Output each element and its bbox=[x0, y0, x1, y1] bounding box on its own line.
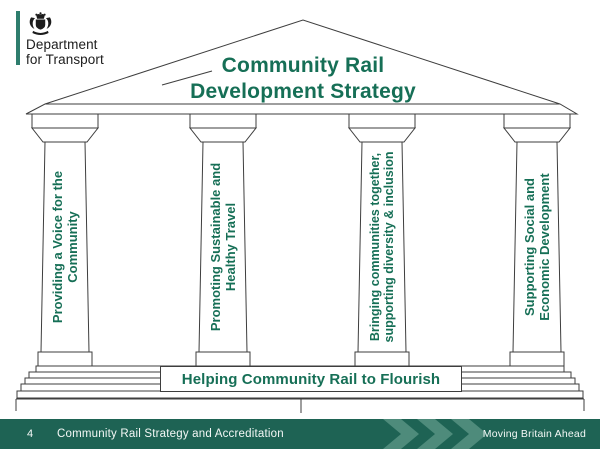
architrave-beam bbox=[25, 103, 579, 115]
pillar-label-voice: Providing a Voice for the Community bbox=[49, 170, 80, 324]
pillar-label-communities: Bringing communities together, supportin… bbox=[367, 151, 397, 343]
column-base bbox=[509, 351, 565, 367]
pillar-label-sustainable-travel: Promoting Sustainable and Healthy Travel bbox=[207, 162, 238, 332]
plinth-step bbox=[16, 390, 584, 399]
chevron-right-icon bbox=[383, 419, 419, 449]
pediment-roof bbox=[44, 19, 561, 105]
column-capital bbox=[348, 113, 416, 129]
chevron-right-icon bbox=[417, 419, 453, 449]
dft-logo: Department for Transport bbox=[16, 11, 104, 67]
temple-title: Community Rail Development Strategy bbox=[55, 53, 551, 105]
column-capital bbox=[503, 113, 571, 129]
footer-bar: 4 Community Rail Strategy and Accreditat… bbox=[0, 419, 600, 449]
royal-crest-icon bbox=[29, 12, 52, 35]
pillar-label-economic: Supporting Social and Economic Developme… bbox=[521, 173, 552, 321]
column-capital-flare bbox=[30, 127, 100, 143]
base-banner: Helping Community Rail to Flourish bbox=[160, 366, 462, 392]
column-base bbox=[37, 351, 93, 367]
title-line1: Community Rail bbox=[221, 54, 385, 77]
pediment-stray-line bbox=[161, 70, 213, 86]
logo-line2: for Transport bbox=[26, 51, 104, 67]
logo-text: Department for Transport bbox=[26, 37, 104, 67]
chevron-right-icon bbox=[451, 419, 487, 449]
column-capital bbox=[31, 113, 99, 129]
column-base bbox=[354, 351, 410, 367]
column-base bbox=[195, 351, 251, 367]
logo-accent-bar bbox=[16, 11, 20, 65]
column-capital-flare bbox=[347, 127, 417, 143]
column-capital-flare bbox=[502, 127, 572, 143]
column-capital-flare bbox=[188, 127, 258, 143]
logo-line1: Department bbox=[26, 37, 98, 52]
ground-line bbox=[15, 398, 585, 413]
title-line2: Development Strategy bbox=[190, 79, 416, 103]
footer-title: Community Rail Strategy and Accreditatio… bbox=[57, 428, 284, 440]
page-number: 4 bbox=[27, 428, 34, 440]
column-capital bbox=[189, 113, 257, 129]
footer-tagline: Moving Britain Ahead bbox=[482, 428, 586, 440]
